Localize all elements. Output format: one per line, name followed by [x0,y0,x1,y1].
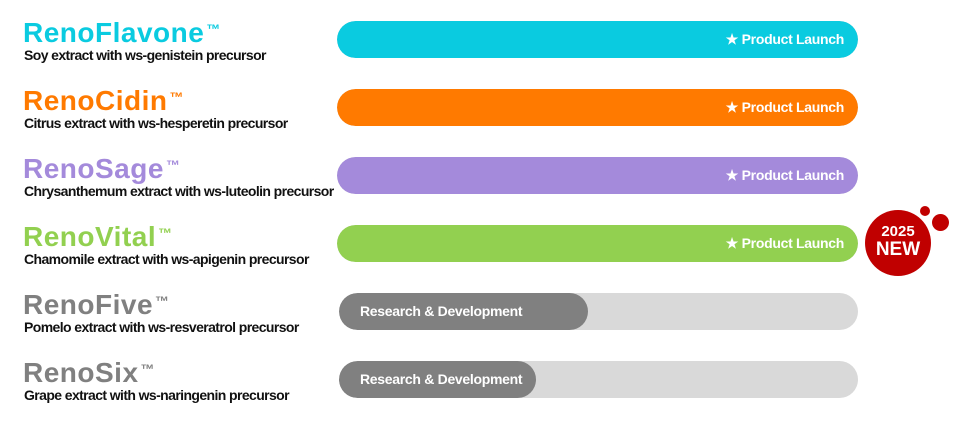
status-label: ★ Product Launch [725,235,845,251]
progress-bar: ★ Product Launch [337,89,858,126]
product-description: Pomelo extract with ws-resveratrol precu… [24,319,299,335]
trademark: ™ [155,293,170,309]
progress-bar: ★ Product Launch [337,157,858,194]
product-description: Soy extract with ws-genistein precursor [24,47,267,63]
progress-bar: ★ Product Launch [337,21,858,58]
trademark: ™ [140,361,156,377]
badge-label: NEW [875,239,921,260]
progress-bar: Research & Development [339,361,858,398]
status-label: ★ Product Launch [725,99,845,115]
badge-dot-large [932,214,949,231]
progress-bar: Research & Development [339,293,858,330]
product-name-text: RenoCidin [23,85,168,116]
trademark: ™ [206,21,221,37]
trademark: ™ [169,89,184,105]
progress-fill [337,225,858,262]
badge-year: 2025 [881,223,915,240]
product-name-text: RenoSage [23,153,164,184]
product-name-text: RenoVital [23,221,157,252]
product-name-text: RenoFive [23,289,154,320]
progress-bar: ★ Product Launch [337,225,858,262]
badge-dot-small [920,206,930,216]
progress-fill [339,361,537,398]
progress-fill [337,89,858,126]
product-name-text: RenoSix [23,357,139,388]
new-badge: 2025 NEW [865,210,931,276]
trademark: ™ [165,157,181,173]
progress-fill [337,21,858,58]
progress-fill [337,157,858,194]
product-description: Citrus extract with ws-hesperetin precur… [24,115,288,131]
status-label: ★ Product Launch [725,167,845,183]
product-name-text: RenoFlavone [23,17,205,48]
status-label: Research & Development [360,303,523,319]
progress-fill [339,293,589,330]
status-label: Research & Development [360,371,523,387]
product-description: Chrysanthemum extract with ws-luteolin p… [24,183,334,199]
product-description: Grape extract with ws-naringenin precurs… [24,387,290,403]
product-description: Chamomile extract with ws-apigenin precu… [24,251,309,267]
trademark: ™ [158,225,173,241]
status-label: ★ Product Launch [725,31,845,47]
